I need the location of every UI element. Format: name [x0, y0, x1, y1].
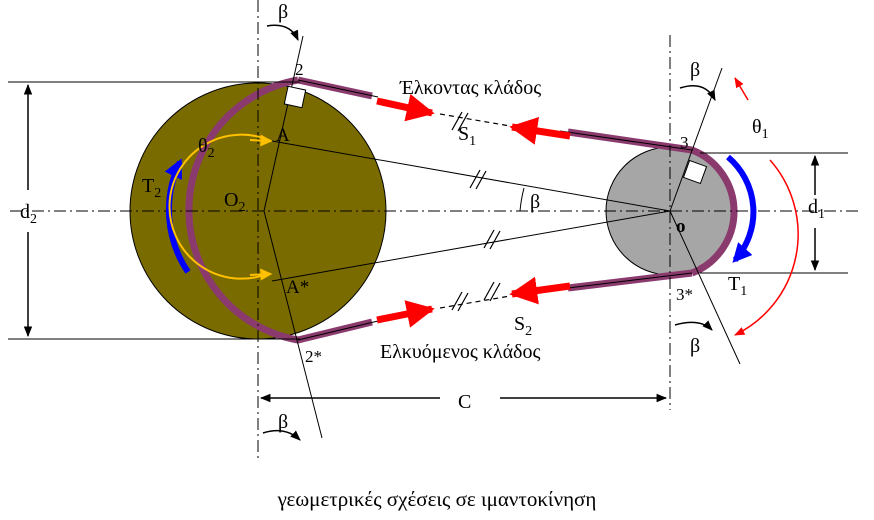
torque-arrow-small — [726, 154, 757, 263]
label-o: o — [676, 216, 686, 237]
beta-indicators — [262, 24, 716, 441]
wrap-arc-large-end-bottom — [249, 268, 273, 281]
label-d2: d2 — [20, 201, 37, 227]
label-O2: O2 — [224, 189, 245, 215]
label-point-2: 2 — [295, 60, 304, 79]
label-A: A — [276, 125, 290, 146]
force-arrows — [376, 93, 571, 328]
label-point-3-star: 3* — [676, 285, 693, 304]
figure-caption: γεωμετρικές σχέσεις σε ιμαντοκίνηση — [277, 487, 597, 511]
label-point-3: 3 — [680, 133, 689, 152]
label-A-star: A* — [286, 277, 309, 298]
label-beta-bottom-right: β — [690, 335, 700, 357]
right-angle-marker-3 — [682, 159, 708, 185]
label-beta-top-left: β — [278, 1, 288, 23]
torque-arrow-large — [164, 158, 191, 274]
label-theta1: θ1 — [752, 116, 769, 142]
right-angle-marker-2 — [283, 85, 307, 109]
center-lines — [10, 0, 860, 460]
beta-angle-arc — [519, 187, 525, 212]
label-T1: T1 — [728, 273, 747, 299]
dimension-arrows — [23, 83, 820, 403]
label-slack-side: Ελκυόμενος κλάδος — [380, 341, 540, 363]
label-beta-center: β — [530, 191, 540, 213]
dimension-extension-lines — [8, 81, 848, 340]
wrap-arc-small-tip — [734, 77, 749, 101]
label-tight-side: Έλκοντας κλάδος — [399, 77, 541, 99]
wrap-arc-large — [168, 133, 272, 280]
wrap-arc-large-end-top — [249, 134, 273, 147]
label-T2: T2 — [142, 175, 161, 201]
label-beta-bottom-left: β — [278, 411, 288, 433]
belt-span-dashed-lines — [439, 113, 511, 309]
wrap-arc-small — [734, 159, 799, 336]
tick-marks — [451, 111, 501, 312]
label-d1: d1 — [808, 196, 825, 222]
label-S2: S2 — [514, 313, 532, 339]
label-beta-top-right: β — [690, 59, 700, 81]
label-C: C — [458, 391, 471, 413]
label-S1: S1 — [458, 123, 476, 149]
label-point-2-star: 2* — [305, 347, 322, 366]
label-theta2: θ2 — [198, 135, 215, 161]
